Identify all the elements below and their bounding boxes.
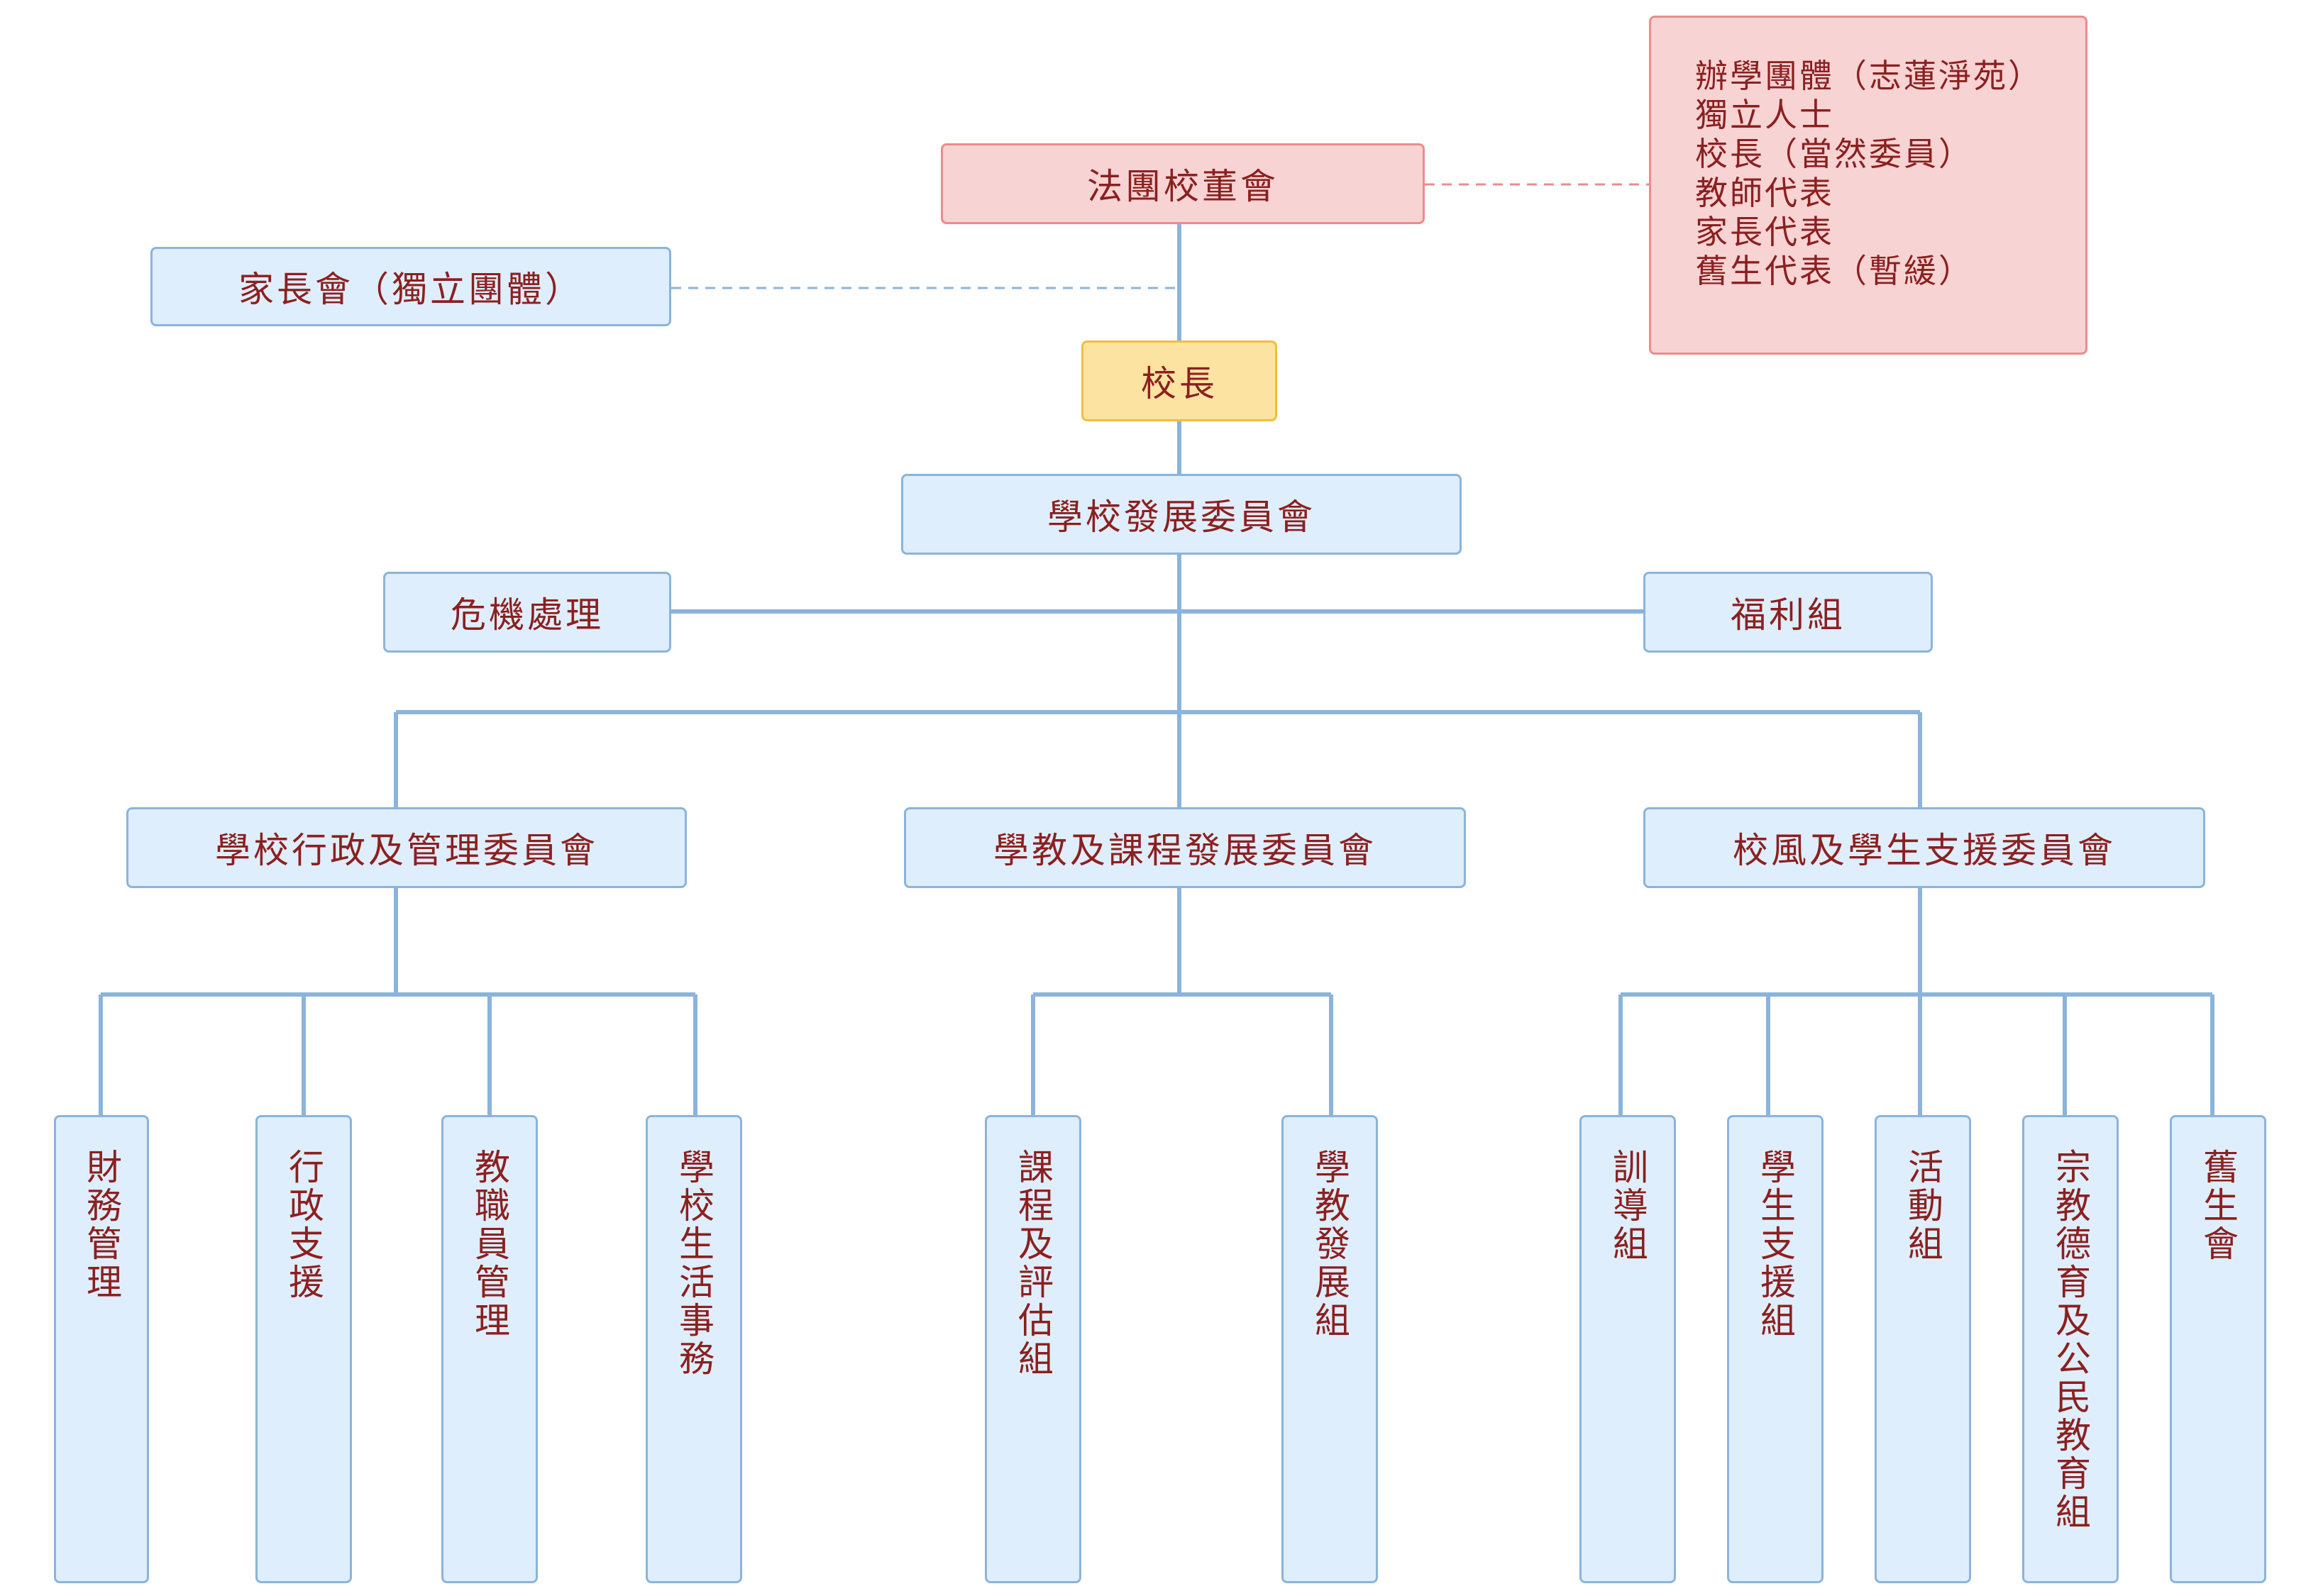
group-title: 財務管理	[81, 1148, 122, 1302]
board-title: 法團校董會	[1087, 166, 1279, 207]
board-box: 法團校董會	[941, 143, 1425, 224]
group-title: 教職員管理	[469, 1148, 510, 1340]
group-box: 行政支援	[255, 1115, 352, 1583]
board-member: 校長（當然委員）	[1695, 135, 1973, 173]
crisis-box: 危機處理	[383, 572, 671, 653]
parents-association-box: 家長會（獨立團體）	[150, 247, 671, 326]
committee-box-curriculum: 學教及課程發展委員會	[904, 807, 1466, 888]
board-member: 辦學團體（志蓮淨苑）	[1695, 57, 2043, 95]
group-box: 課程及評估組	[985, 1115, 1081, 1583]
welfare-box: 福利組	[1643, 572, 1933, 653]
parents-association-title: 家長會（獨立團體）	[238, 269, 583, 310]
group-box: 宗教德育及公民教育組	[2022, 1115, 2119, 1583]
board-member: 教師代表	[1695, 174, 1834, 212]
group-box: 學生支援組	[1727, 1115, 1824, 1583]
group-box: 學教發展組	[1281, 1115, 1378, 1583]
development-committee-box: 學校發展委員會	[901, 474, 1462, 555]
group-box: 活動組	[1875, 1115, 1971, 1583]
board-members-box: 辦學團體（志蓮淨苑） 獨立人士 校長（當然委員） 教師代表 家長代表 舊生代表（…	[1649, 16, 2087, 355]
welfare-title: 福利組	[1731, 594, 1846, 636]
committee-box-student-support: 校風及學生支援委員會	[1643, 807, 2205, 888]
group-title: 舊生會	[2197, 1148, 2239, 1263]
group-title: 學教發展組	[1309, 1148, 1350, 1340]
committee-title: 學校行政及管理委員會	[215, 830, 598, 871]
board-member: 家長代表	[1695, 213, 1834, 251]
principal-box: 校長	[1081, 340, 1277, 421]
committee-title: 學教及課程發展委員會	[993, 830, 1377, 871]
development-committee-title: 學校發展委員會	[1047, 497, 1315, 538]
group-box: 財務管理	[54, 1115, 149, 1583]
principal-title: 校長	[1141, 363, 1218, 404]
group-box: 學校生活事務	[646, 1115, 742, 1583]
group-box: 教職員管理	[441, 1115, 538, 1583]
group-title: 行政支援	[283, 1148, 324, 1302]
group-title: 課程及評估組	[1013, 1148, 1054, 1378]
group-title: 宗教德育及公民教育組	[2050, 1148, 2091, 1531]
committee-box-admin: 學校行政及管理委員會	[126, 807, 687, 888]
group-title: 學生支援組	[1755, 1148, 1796, 1340]
crisis-title: 危機處理	[451, 594, 604, 636]
group-box: 訓導組	[1579, 1115, 1676, 1583]
group-title: 訓導組	[1607, 1148, 1648, 1263]
group-title: 活動組	[1902, 1148, 1943, 1263]
group-box: 舊生會	[2170, 1115, 2266, 1583]
board-member: 獨立人士	[1695, 96, 1834, 134]
committee-title: 校風及學生支援委員會	[1733, 830, 2116, 871]
board-member: 舊生代表（暫緩）	[1695, 252, 1973, 290]
group-title: 學校生活事務	[673, 1148, 715, 1378]
